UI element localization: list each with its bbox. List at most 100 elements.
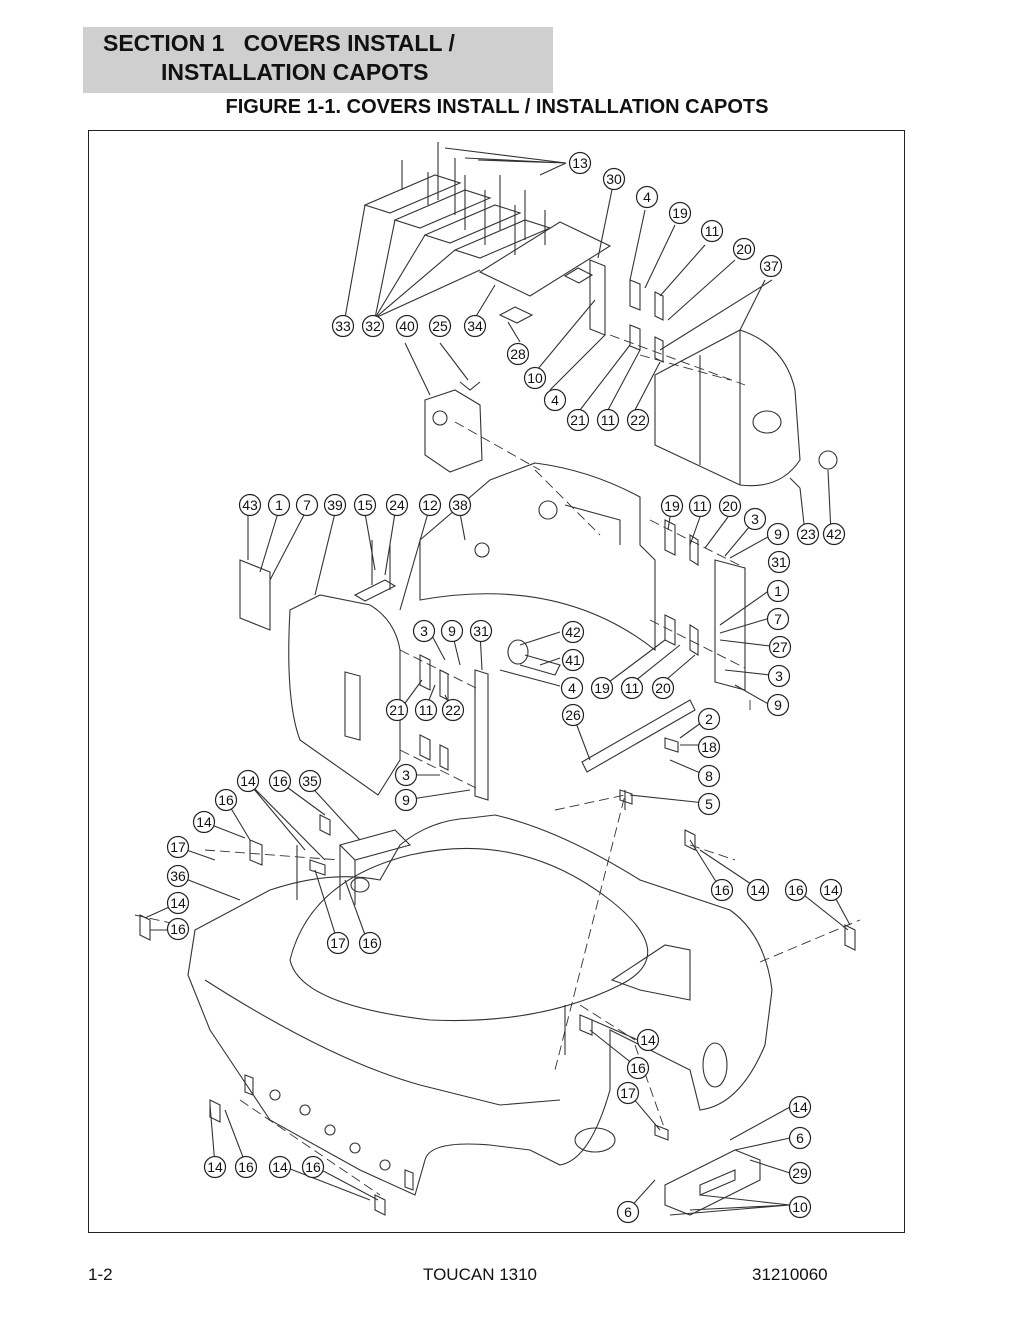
callout-43: 43 bbox=[238, 493, 262, 517]
callout-label: 9 bbox=[774, 697, 782, 713]
callout-19: 19 bbox=[668, 201, 692, 225]
callout-circle bbox=[203, 1155, 227, 1179]
callout-42: 42 bbox=[561, 620, 585, 644]
callout-circle bbox=[718, 494, 742, 518]
callout-11: 11 bbox=[700, 219, 724, 243]
callout-31: 31 bbox=[767, 550, 791, 574]
callout-circle bbox=[746, 878, 770, 902]
callout-circle bbox=[323, 493, 347, 517]
callout-label: 33 bbox=[335, 318, 351, 334]
callout-label: 8 bbox=[705, 768, 713, 784]
callout-circle bbox=[759, 254, 783, 278]
callout-16: 16 bbox=[710, 878, 734, 902]
callout-circle bbox=[620, 676, 644, 700]
callout-circle bbox=[543, 388, 567, 412]
callout-14: 14 bbox=[203, 1155, 227, 1179]
callout-11: 11 bbox=[414, 698, 438, 722]
callout-circle bbox=[697, 792, 721, 816]
panel-38 bbox=[419, 462, 656, 652]
callout-circle bbox=[819, 878, 843, 902]
cover-37 bbox=[654, 329, 801, 487]
callout-circle bbox=[166, 917, 190, 941]
callout-label: 14 bbox=[240, 773, 256, 789]
callout-circle bbox=[394, 788, 418, 812]
callout-9: 9 bbox=[766, 522, 790, 546]
callout-11: 11 bbox=[688, 494, 712, 518]
drawing-lines bbox=[134, 142, 861, 1216]
callout-17: 17 bbox=[616, 1081, 640, 1105]
callout-circle bbox=[710, 878, 734, 902]
footer-doc-number: 31210060 bbox=[752, 1265, 828, 1284]
pad-small bbox=[563, 267, 594, 284]
callout-15: 15 bbox=[353, 493, 377, 517]
callout-circle bbox=[590, 676, 614, 700]
callout-label: 15 bbox=[357, 497, 373, 513]
callout-24: 24 bbox=[385, 493, 409, 517]
callout-label: 7 bbox=[774, 611, 782, 627]
callout-circle bbox=[660, 494, 684, 518]
callout-11: 11 bbox=[596, 408, 620, 432]
callout-circle bbox=[361, 314, 385, 338]
callout-label: 29 bbox=[792, 1165, 808, 1181]
callout-circle bbox=[635, 185, 659, 209]
callout-label: 21 bbox=[389, 702, 405, 718]
callout-7: 7 bbox=[766, 607, 790, 631]
step-29 bbox=[664, 1149, 761, 1216]
callout-circle bbox=[166, 835, 190, 859]
callout-20: 20 bbox=[718, 494, 742, 518]
callout-label: 21 bbox=[570, 412, 586, 428]
panel-33 bbox=[363, 174, 462, 214]
callout-circle bbox=[469, 619, 493, 643]
callout-circle bbox=[166, 891, 190, 915]
callout-label: 30 bbox=[606, 171, 622, 187]
callout-circle bbox=[616, 1081, 640, 1105]
callout-10: 10 bbox=[788, 1195, 812, 1219]
footer-page-number: 1-2 bbox=[88, 1265, 113, 1284]
callout-circle bbox=[414, 698, 438, 722]
panel-40 bbox=[424, 389, 483, 473]
callout-31: 31 bbox=[469, 619, 493, 643]
callout-16: 16 bbox=[166, 917, 190, 941]
callout-label: 25 bbox=[432, 318, 448, 334]
callout-label: 1 bbox=[774, 583, 782, 599]
callout-circle bbox=[441, 698, 465, 722]
callout-label: 27 bbox=[772, 639, 788, 655]
callout-3: 3 bbox=[412, 619, 436, 643]
callout-14: 14 bbox=[636, 1028, 660, 1052]
callout-label: 26 bbox=[565, 707, 581, 723]
callout-label: 11 bbox=[601, 412, 616, 428]
callout-circle bbox=[506, 342, 530, 366]
callout-label: 14 bbox=[750, 882, 766, 898]
callout-label: 18 bbox=[701, 739, 717, 755]
callout-circle bbox=[295, 493, 319, 517]
callout-14: 14 bbox=[746, 878, 770, 902]
callout-label: 43 bbox=[242, 497, 258, 513]
callout-19: 19 bbox=[660, 494, 684, 518]
callout-circle bbox=[561, 620, 585, 644]
callout-36: 36 bbox=[166, 864, 190, 888]
callout-circle bbox=[448, 493, 472, 517]
callout-label: 2 bbox=[705, 711, 713, 727]
callout-16: 16 bbox=[626, 1056, 650, 1080]
callout-8: 8 bbox=[697, 764, 721, 788]
callout-label: 16 bbox=[218, 792, 234, 808]
callout-9: 9 bbox=[766, 693, 790, 717]
callout-4: 4 bbox=[635, 185, 659, 209]
callout-label: 9 bbox=[774, 526, 782, 542]
callout-label: 17 bbox=[330, 935, 346, 951]
callout-label: 9 bbox=[402, 792, 410, 808]
callout-30: 30 bbox=[602, 167, 626, 191]
callout-17: 17 bbox=[166, 835, 190, 859]
figure-frame bbox=[88, 130, 905, 1233]
callout-label: 19 bbox=[672, 205, 688, 221]
callout-circle bbox=[395, 314, 419, 338]
callout-16: 16 bbox=[358, 931, 382, 955]
callout-circle bbox=[394, 763, 418, 787]
bracket-30 bbox=[589, 259, 606, 336]
callout-circle bbox=[523, 366, 547, 390]
callout-14: 14 bbox=[236, 769, 260, 793]
callout-37: 37 bbox=[759, 254, 783, 278]
callout-circle bbox=[358, 931, 382, 955]
callout-label: 16 bbox=[170, 921, 186, 937]
